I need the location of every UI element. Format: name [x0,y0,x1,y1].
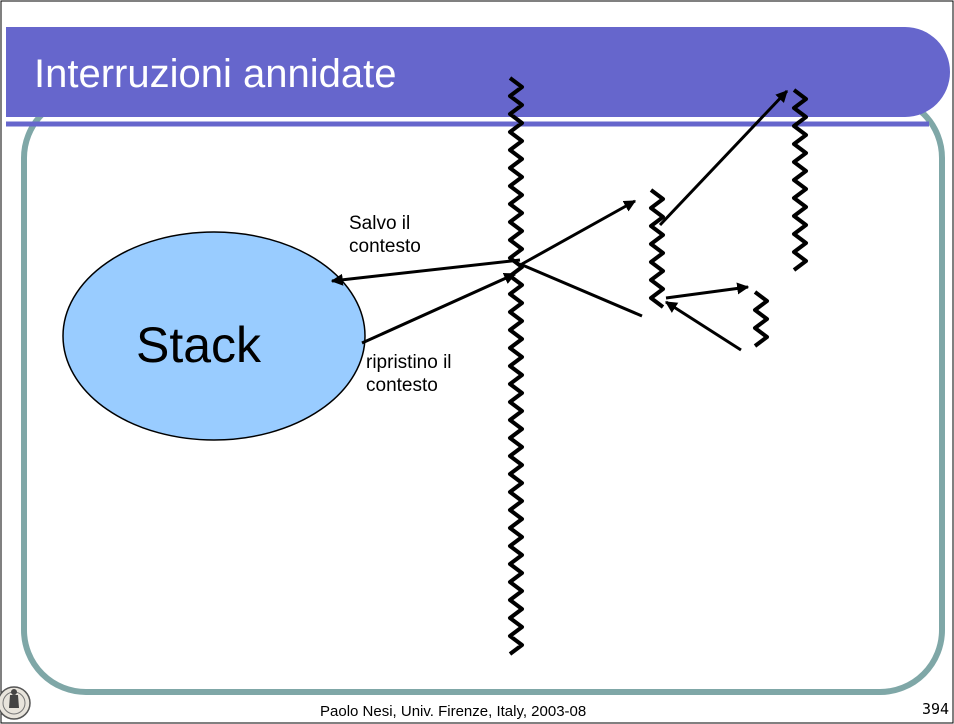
restore-context-label: ripristino il contesto [366,352,452,396]
footer-credit: Paolo Nesi, Univ. Firenze, Italy, 2003-0… [320,703,587,720]
stack-ellipse [62,231,366,441]
nested-call-arrow-2 [658,89,789,227]
nested-return-arrow-3 [664,300,742,352]
restore-context-arrow [361,272,517,345]
stack-label: Stack [136,317,262,373]
nested-return-line-1 [519,262,643,318]
save-context-label: Salvo il contesto [349,213,421,257]
page-number: 394 [922,700,950,718]
slide-title: Interruzioni annidate [34,52,397,96]
nested-call-arrow-1 [521,199,637,266]
interrupt-3-zigzag [753,290,769,348]
save-context-arrow [330,258,521,286]
title-bar [6,27,950,117]
nested-call-arrow-3 [665,282,750,300]
main-program-zigzag [508,76,524,656]
university-seal-icon [0,686,31,720]
interrupt-2-zigzag [792,88,808,272]
interrupt-1-zigzag [649,188,665,309]
